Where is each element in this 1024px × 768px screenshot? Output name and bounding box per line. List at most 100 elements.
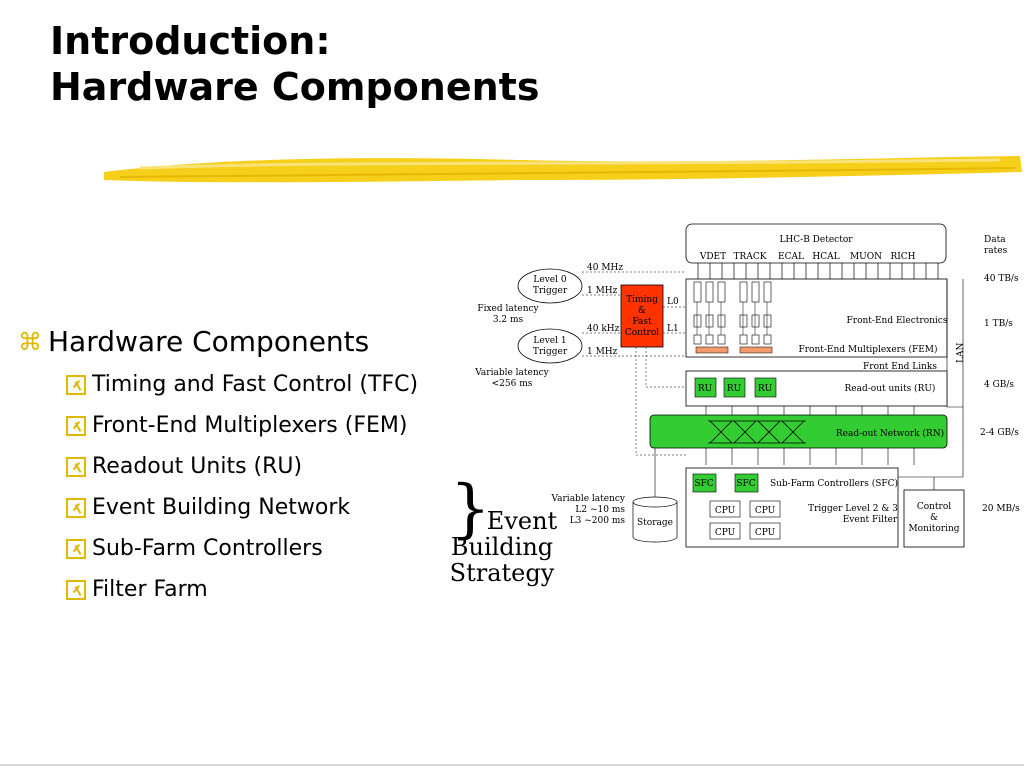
cpu-label: CPU (755, 506, 776, 516)
bullet-item: Timing and Fast Control (TFC) (12, 364, 418, 405)
level0-label: Level 0 (533, 275, 566, 285)
ru-box (754, 377, 777, 398)
check-box-icon (66, 415, 86, 436)
variable-latency-label: Variable latency (474, 368, 549, 378)
variable-latency-label: <256 ms (492, 379, 533, 389)
subdetector-label: HCAL (812, 252, 839, 262)
strategy-line-2: Building (450, 533, 554, 561)
check-box-icon (66, 456, 86, 477)
fixed-latency-label: 3.2 ms (493, 315, 524, 325)
data-rate-value: 40 TB/s (984, 274, 1019, 284)
subdetector-label: ECAL (778, 252, 804, 262)
trigger-filter-label: Event Filter (843, 515, 898, 525)
l0-label: L0 (667, 297, 679, 307)
bullet-item: Sub-Farm Controllers (12, 528, 418, 569)
command-key-icon: ⌘ (18, 328, 42, 356)
bullet-item-text: Sub-Farm Controllers (92, 536, 323, 561)
detector-title: LHC-B Detector (779, 235, 853, 245)
subdetector-label: MUON (850, 252, 882, 262)
event-building-strategy-label: Event Building Strategy (442, 508, 562, 586)
control-lines (635, 347, 686, 456)
sfc-label: SFC (736, 479, 755, 489)
sfc-caption: Sub-Farm Controllers (SFC) (770, 478, 898, 489)
cpu-box (709, 522, 741, 540)
fem-label: Front-End Multiplexers (FEM) (799, 344, 938, 355)
architecture-diagram: LHC-B Detector VDET TRACK ECAL HCAL MUON… (474, 223, 1020, 548)
sfc-box (692, 473, 717, 493)
readout-network-box (649, 414, 948, 449)
front-end-electronics-label: Front-End Electronics (847, 316, 948, 326)
fem-chip (739, 346, 773, 354)
pipeline-lines (696, 302, 768, 335)
subdetector-label: VDET (699, 252, 726, 262)
trigger-filter-label: Trigger Level 2 & 3 (808, 504, 898, 514)
tfc-label: Timing (626, 295, 658, 305)
bullet-item-text: Event Building Network (92, 495, 351, 520)
pipeline-chips (693, 281, 772, 345)
control-label: Monitoring (908, 524, 959, 534)
fixed-latency-label: Fixed latency (477, 304, 539, 314)
data-rates-title: Data (984, 235, 1006, 245)
variable-latency-l2l3: L3 ~200 ms (570, 516, 626, 526)
rate-label: 40 MHz (587, 263, 623, 273)
tfc-label: Control (625, 328, 659, 338)
data-rate-value: 20 MB/s (982, 504, 1020, 514)
control-label: Control (917, 502, 951, 512)
cpu-label: CPU (715, 528, 736, 538)
lan-connection (898, 406, 963, 490)
cpu-label: CPU (755, 528, 776, 538)
variable-latency-l2l3: Variable latency (550, 494, 625, 504)
rate-label: 1 MHz (587, 347, 618, 357)
ru-box (694, 377, 717, 398)
cpu-box (749, 500, 781, 518)
data-rate-value: 1 TB/s (984, 319, 1013, 329)
front-end-links-label: Front End Links (863, 362, 937, 372)
data-rates-title: rates (984, 246, 1008, 256)
cpu-box (749, 522, 781, 540)
curly-brace: } (450, 472, 491, 546)
title-underline-stroke (104, 156, 1022, 183)
variable-latency-l2l3: L2 ~10 ms (575, 505, 625, 515)
cpu-box (709, 500, 741, 518)
control-monitoring-box (903, 489, 965, 548)
tfc-label: & (638, 306, 646, 316)
bullet-item-text: Filter Farm (92, 577, 208, 602)
front-end-box (685, 278, 948, 358)
strategy-line-1: Event (486, 507, 558, 535)
tfc-box (620, 284, 664, 348)
level0-trigger (517, 268, 583, 304)
network-crossbar (708, 420, 806, 444)
check-box-icon (66, 579, 86, 600)
bullet-list: ⌘ Hardware Components Timing and Fast Co… (12, 324, 418, 610)
slide-title: Introduction: Hardware Components (50, 18, 539, 110)
level1-label: Trigger (533, 347, 568, 357)
rate-label: 1 MHz (587, 286, 618, 296)
ron-label: Read-out Network (RN) (836, 428, 944, 439)
rate-label: 40 kHz (587, 324, 620, 334)
title-line-1: Introduction: (50, 19, 331, 63)
bullet-item: Readout Units (RU) (12, 446, 418, 487)
fem-chip (695, 346, 729, 354)
level1-trigger (517, 328, 583, 364)
storage-cylinder (632, 496, 678, 543)
network-arrows (705, 406, 915, 465)
ru-label: RU (758, 384, 773, 394)
control-label: & (930, 513, 938, 523)
bullet-item: Event Building Network (12, 487, 418, 528)
check-box-icon (66, 538, 86, 559)
strategy-line-3: Strategy (449, 559, 555, 587)
ru-caption: Read-out units (RU) (845, 383, 936, 394)
footer-divider (0, 764, 1024, 766)
data-rate-value: 4 GB/s (984, 380, 1014, 390)
level0-label: Trigger (533, 286, 568, 296)
lan-label: LAN (956, 343, 966, 363)
subdetector-label: RICH (890, 252, 915, 262)
title-line-2: Hardware Components (50, 65, 540, 109)
ru-box (723, 377, 746, 398)
bullet-main-text: Hardware Components (48, 325, 370, 358)
ru-label: RU (698, 384, 713, 394)
bullet-item-text: Front-End Multiplexers (FEM) (92, 413, 408, 438)
tfc-label: Fast (632, 317, 652, 327)
check-box-icon (66, 374, 86, 395)
sfc-box (734, 473, 759, 493)
